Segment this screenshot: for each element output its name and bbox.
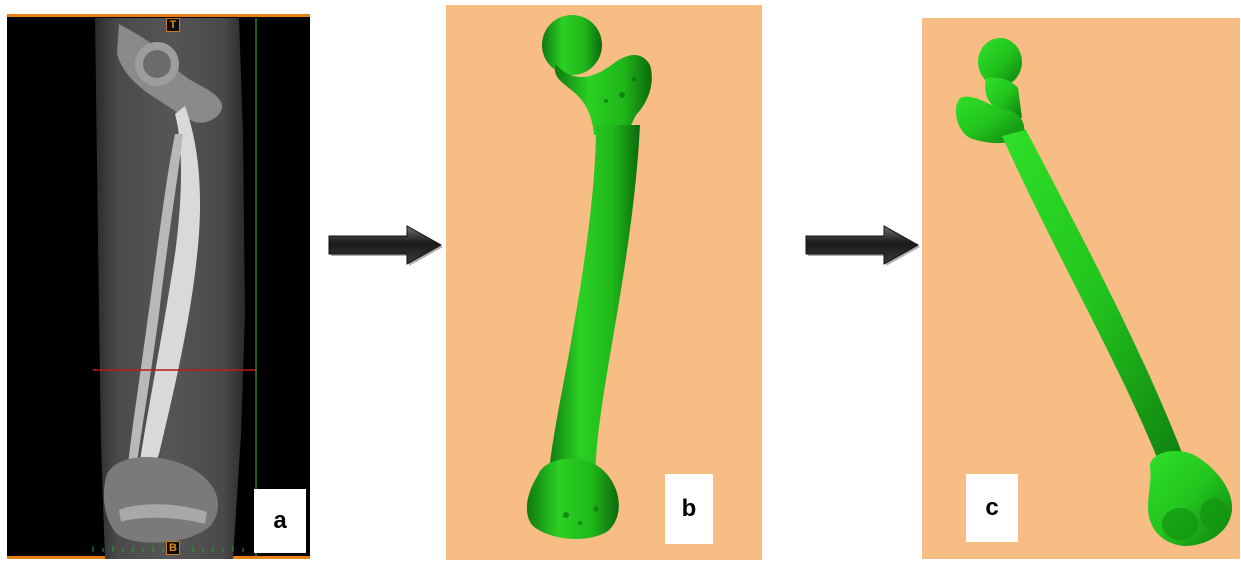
bottom-marker: B bbox=[166, 541, 180, 555]
right-arrow-icon bbox=[325, 222, 445, 268]
panel-label-c: c bbox=[966, 474, 1018, 542]
panel-label-b: b bbox=[665, 474, 713, 544]
smoothed-3d-femur-panel: c bbox=[922, 18, 1240, 559]
ct-scan-image bbox=[7, 14, 310, 559]
raw-femur-model bbox=[446, 5, 762, 560]
raw-3d-femur-panel: b bbox=[446, 5, 762, 560]
top-marker: T bbox=[166, 18, 180, 32]
right-arrow-icon bbox=[802, 222, 922, 268]
panel-label-a: a bbox=[254, 489, 306, 553]
ct-scan-panel: T B a bbox=[7, 14, 310, 559]
